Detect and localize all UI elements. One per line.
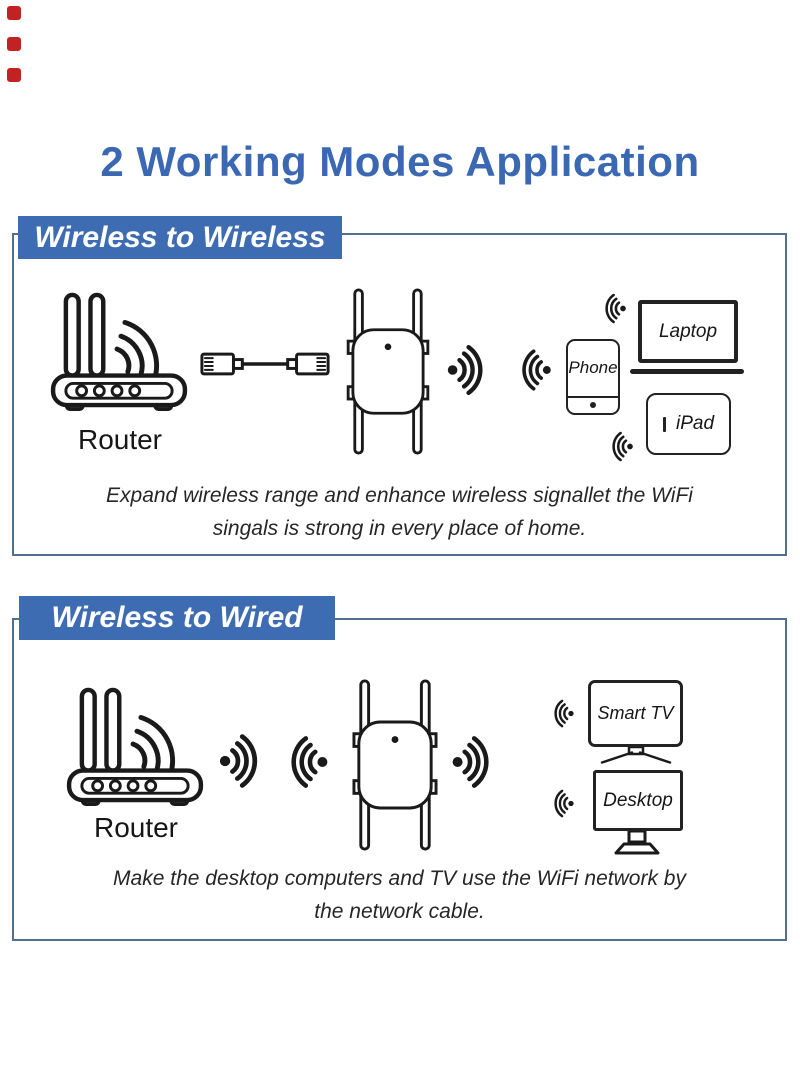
ipad-label: iPad xyxy=(675,413,715,434)
desktop-stand xyxy=(612,831,662,855)
wifi-signal-left-icon xyxy=(608,430,635,463)
smart-tv-icon: Smart TV xyxy=(588,680,683,747)
wifi-signal-left-icon xyxy=(285,733,330,791)
red-square-marker xyxy=(7,6,21,20)
wifi-signal-left-icon xyxy=(601,292,628,325)
wifi-signal-left-icon xyxy=(517,347,553,393)
extender-icon xyxy=(344,288,432,455)
section-caption: Make the desktop computers and TV use th… xyxy=(62,862,737,928)
section-banner: Wireless to Wired xyxy=(19,596,335,640)
caption-line: Make the desktop computers and TV use th… xyxy=(113,867,686,890)
desktop-label: Desktop xyxy=(603,789,673,811)
phone-label: Phone xyxy=(568,358,618,377)
tv-stand xyxy=(600,747,672,764)
wifi-signal-right-icon xyxy=(449,733,496,791)
ethernet-cable-icon xyxy=(196,349,334,379)
caption-line: Expand wireless range and enhance wirele… xyxy=(106,484,693,507)
router-icon xyxy=(66,684,204,806)
ipad-camera-bar xyxy=(662,416,666,432)
wifi-signal-right-icon xyxy=(444,342,490,398)
red-square-marker xyxy=(7,68,21,82)
phone-divider xyxy=(568,396,618,398)
router-label: Router xyxy=(93,812,179,843)
desktop-icon: Desktop xyxy=(593,770,683,831)
phone-icon: Phone xyxy=(566,339,620,415)
laptop-base xyxy=(630,369,744,374)
red-square-marker xyxy=(7,37,21,51)
section-caption: Expand wireless range and enhance wirele… xyxy=(62,479,737,545)
phone-home-button xyxy=(590,402,596,408)
smart-tv-label: Smart TV xyxy=(597,703,674,723)
router-icon xyxy=(50,289,188,411)
laptop-icon: Laptop xyxy=(638,300,738,363)
section-banner-label: Wireless to Wireless xyxy=(34,220,326,254)
laptop-label: Laptop xyxy=(658,320,718,342)
wifi-signal-left-icon xyxy=(549,788,577,819)
section-banner: Wireless to Wireless xyxy=(18,216,342,259)
router-label: Router xyxy=(77,424,163,455)
caption-line: the network cable. xyxy=(314,900,485,923)
ipad-icon: iPad xyxy=(646,393,731,455)
wifi-signal-right-icon xyxy=(217,731,264,791)
caption-line: singals is strong in every place of home… xyxy=(212,517,587,540)
wifi-signal-left-icon xyxy=(549,698,577,729)
section-banner-label: Wireless to Wired xyxy=(51,601,303,634)
page-title: 2 Working Modes Application xyxy=(100,138,700,185)
extender-icon xyxy=(352,678,438,852)
